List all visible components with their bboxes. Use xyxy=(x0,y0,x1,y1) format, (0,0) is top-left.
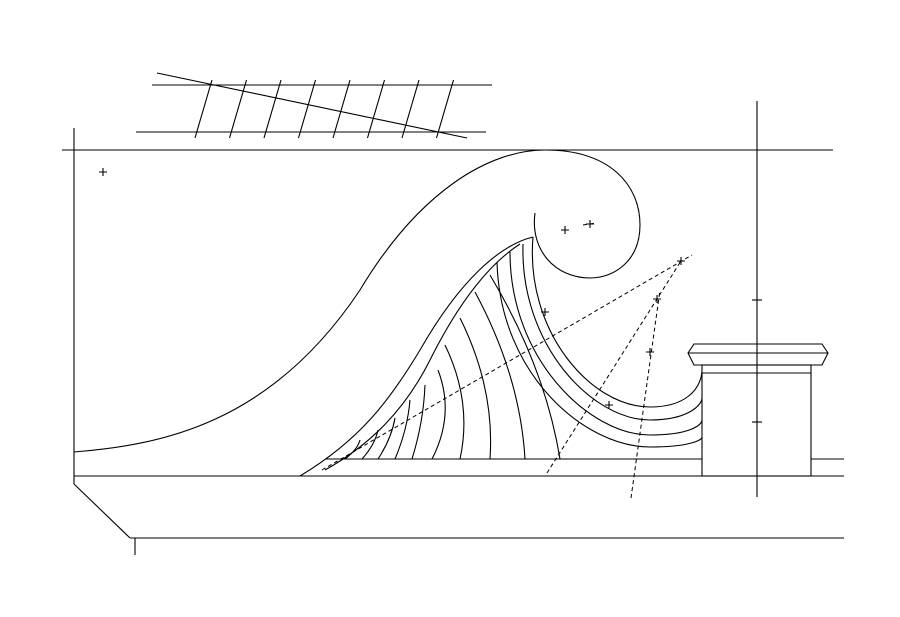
cross-mark xyxy=(646,348,654,356)
cross-mark xyxy=(99,168,107,176)
hatch-line xyxy=(366,79,386,139)
wave-rib xyxy=(474,291,526,460)
wave-rib xyxy=(431,369,446,460)
cross-mark xyxy=(586,220,594,228)
hatch-line xyxy=(435,79,455,139)
hatch-line xyxy=(194,79,213,139)
wave-rib xyxy=(377,417,396,460)
wave-rib xyxy=(411,384,426,460)
cross-mark xyxy=(541,308,549,316)
hatch-line xyxy=(401,79,420,139)
wave-rib xyxy=(394,399,411,460)
cross-mark xyxy=(677,257,685,265)
cross-mark xyxy=(561,226,569,234)
hatch-line xyxy=(228,79,248,139)
center-marks xyxy=(99,168,685,409)
wave-ribs xyxy=(344,274,561,460)
frame-lines xyxy=(62,101,844,555)
wave-rib xyxy=(344,439,361,460)
cross-mark xyxy=(653,295,661,303)
top-hatch-detail xyxy=(136,72,492,139)
hatch-line xyxy=(297,79,317,139)
construction-lines xyxy=(321,222,693,499)
hatch-line xyxy=(263,79,282,139)
wave-rib xyxy=(361,429,379,460)
cross-mark xyxy=(605,401,613,409)
wave-rib xyxy=(459,317,492,460)
wave-rib xyxy=(489,274,561,460)
wave-rib xyxy=(444,344,465,460)
wave-outline xyxy=(73,149,703,477)
pedestal xyxy=(687,343,829,477)
hatch-line xyxy=(332,79,351,139)
